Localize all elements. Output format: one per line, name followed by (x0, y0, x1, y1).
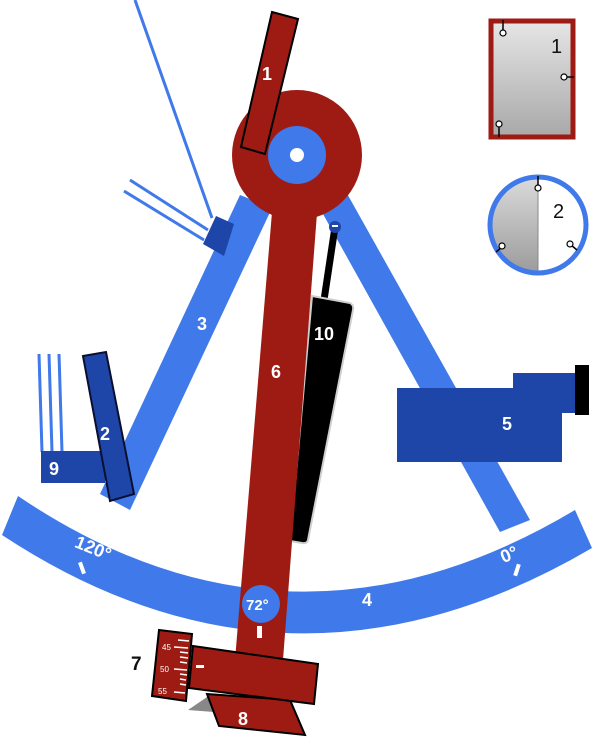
drum-tick-45: 45 (162, 643, 171, 652)
index-mirror: 1 (239, 10, 300, 156)
horizon-mirror: 2 (81, 350, 136, 503)
arc-reading: 72° (246, 597, 269, 614)
telescope: 5 (397, 365, 589, 462)
horizon-mirror-label: 2 (100, 424, 110, 444)
arc-tick-0 (513, 563, 521, 577)
handle-label: 10 (314, 324, 334, 344)
drum-label: 7 (131, 654, 142, 675)
arc-part-label: 4 (362, 590, 372, 610)
index-mirror-label: 1 (262, 64, 272, 84)
drum-tick-50: 50 (160, 665, 169, 674)
drum-tick-55: 55 (158, 687, 167, 696)
telescope-label: 5 (502, 414, 512, 434)
shades-part-label: 9 (49, 459, 59, 479)
horizon-shades: 9 (37, 353, 105, 483)
inset-horizon-mirror: 2 (487, 174, 589, 276)
arc-tick-120 (78, 561, 86, 575)
handle: 10 (288, 221, 355, 545)
arc-label-0: 0° (497, 542, 520, 567)
index-arm-label: 6 (271, 362, 281, 382)
frame-part-label: 3 (197, 314, 207, 334)
reading-window: 72° (242, 585, 280, 638)
inset-1-label: 1 (551, 36, 562, 58)
inset-index-mirror: 1 (488, 18, 576, 140)
index-shades (123, 0, 234, 256)
clamp-index-mark (196, 665, 204, 668)
arc (2, 496, 592, 634)
clamp-label: 8 (238, 709, 248, 729)
clamp-body (187, 644, 320, 706)
micrometer-drum: 45 50 55 7 (131, 628, 194, 703)
index-arm: 6 (232, 90, 362, 660)
inset-2-label: 2 (553, 201, 564, 223)
